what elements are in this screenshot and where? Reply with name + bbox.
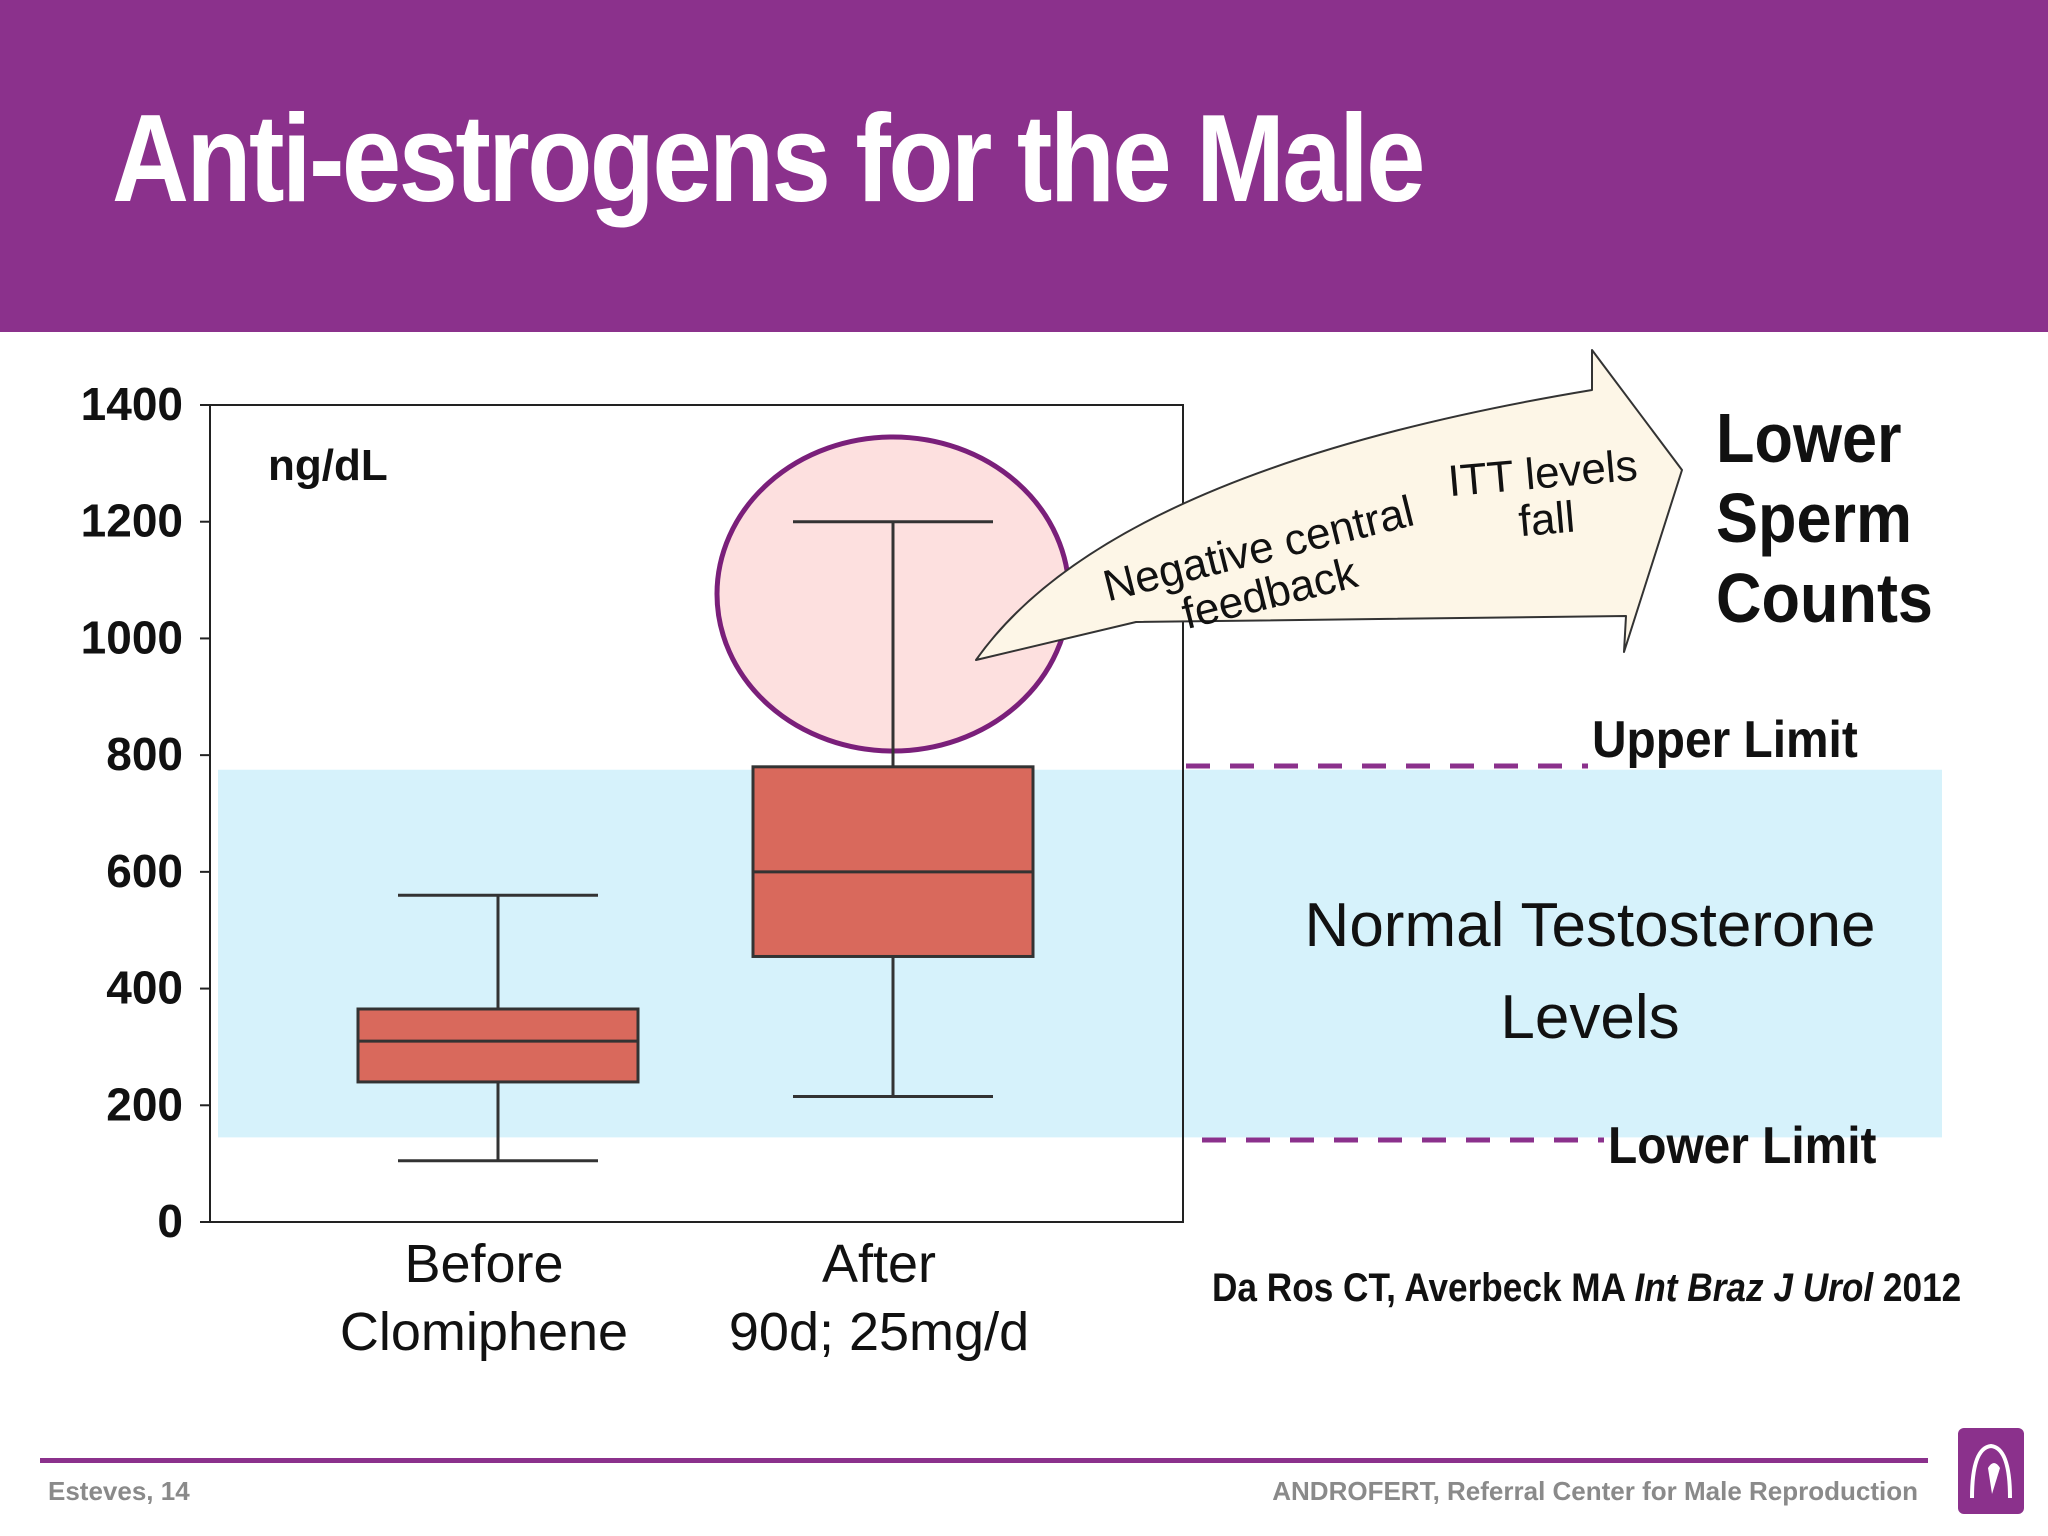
box-iqr <box>356 1007 640 1084</box>
outcome-line: Lower <box>1716 399 1902 477</box>
footer-divider <box>40 1458 1928 1463</box>
feedback-arrow <box>975 349 1683 661</box>
x-category-label: Before <box>404 1234 563 1294</box>
boxplot-chart: 0 200 400 600 800 1000 1200 1400 ng/dL BeforeClom… <box>81 349 1942 1362</box>
y-tick-label: 200 <box>106 1078 183 1130</box>
y-tick-label: 1400 <box>81 378 183 430</box>
x-category-label: Clomiphene <box>340 1302 628 1362</box>
arrow-text-line: fall <box>1517 493 1577 547</box>
citation-authors: Da Ros CT, Averbeck MA <box>1212 1266 1635 1310</box>
y-tick-label: 0 <box>157 1195 183 1247</box>
plot-frame <box>209 404 1184 1223</box>
footer-organization: ANDROFERT, Referral Center for Male Repr… <box>1272 1476 1918 1506</box>
y-tick-label: 800 <box>106 728 183 780</box>
normal-range-label: Normal Testosterone Levels <box>1240 880 1940 1064</box>
x-category-label: 90d; 25mg/d <box>729 1302 1029 1362</box>
citation-journal: Int Braz J Urol <box>1634 1266 1874 1310</box>
normal-range-line: Levels <box>1500 983 1680 1052</box>
y-tick-label: 400 <box>106 962 183 1014</box>
logo-mark-icon <box>1970 1443 2012 1499</box>
androfert-logo <box>1958 1428 2024 1514</box>
citation-year: 2012 <box>1873 1266 1962 1310</box>
x-category-label: After <box>822 1234 936 1294</box>
box-iqr <box>751 765 1035 958</box>
outcome-line: Sperm <box>1716 479 1913 557</box>
outcome-label: Lower Sperm Counts <box>1716 398 1933 638</box>
upper-limit-label: Upper Limit <box>1592 711 1858 769</box>
y-unit-label: ng/dL <box>268 441 388 490</box>
citation: Da Ros CT, Averbeck MA Int Braz J Urol 2… <box>1212 1266 1961 1311</box>
y-tick-label: 1000 <box>81 611 183 663</box>
y-tick-label: 1200 <box>81 495 183 547</box>
lower-limit-label: Lower Limit <box>1608 1117 1877 1175</box>
footer-author: Esteves, 14 <box>48 1476 190 1506</box>
y-tick-label: 600 <box>106 845 183 897</box>
normal-range-line: Normal Testosterone <box>1304 891 1876 960</box>
title-banner <box>0 0 2048 332</box>
slide-title: Anti-estrogens for the Male <box>112 90 1425 228</box>
outcome-line: Counts <box>1716 559 1933 637</box>
